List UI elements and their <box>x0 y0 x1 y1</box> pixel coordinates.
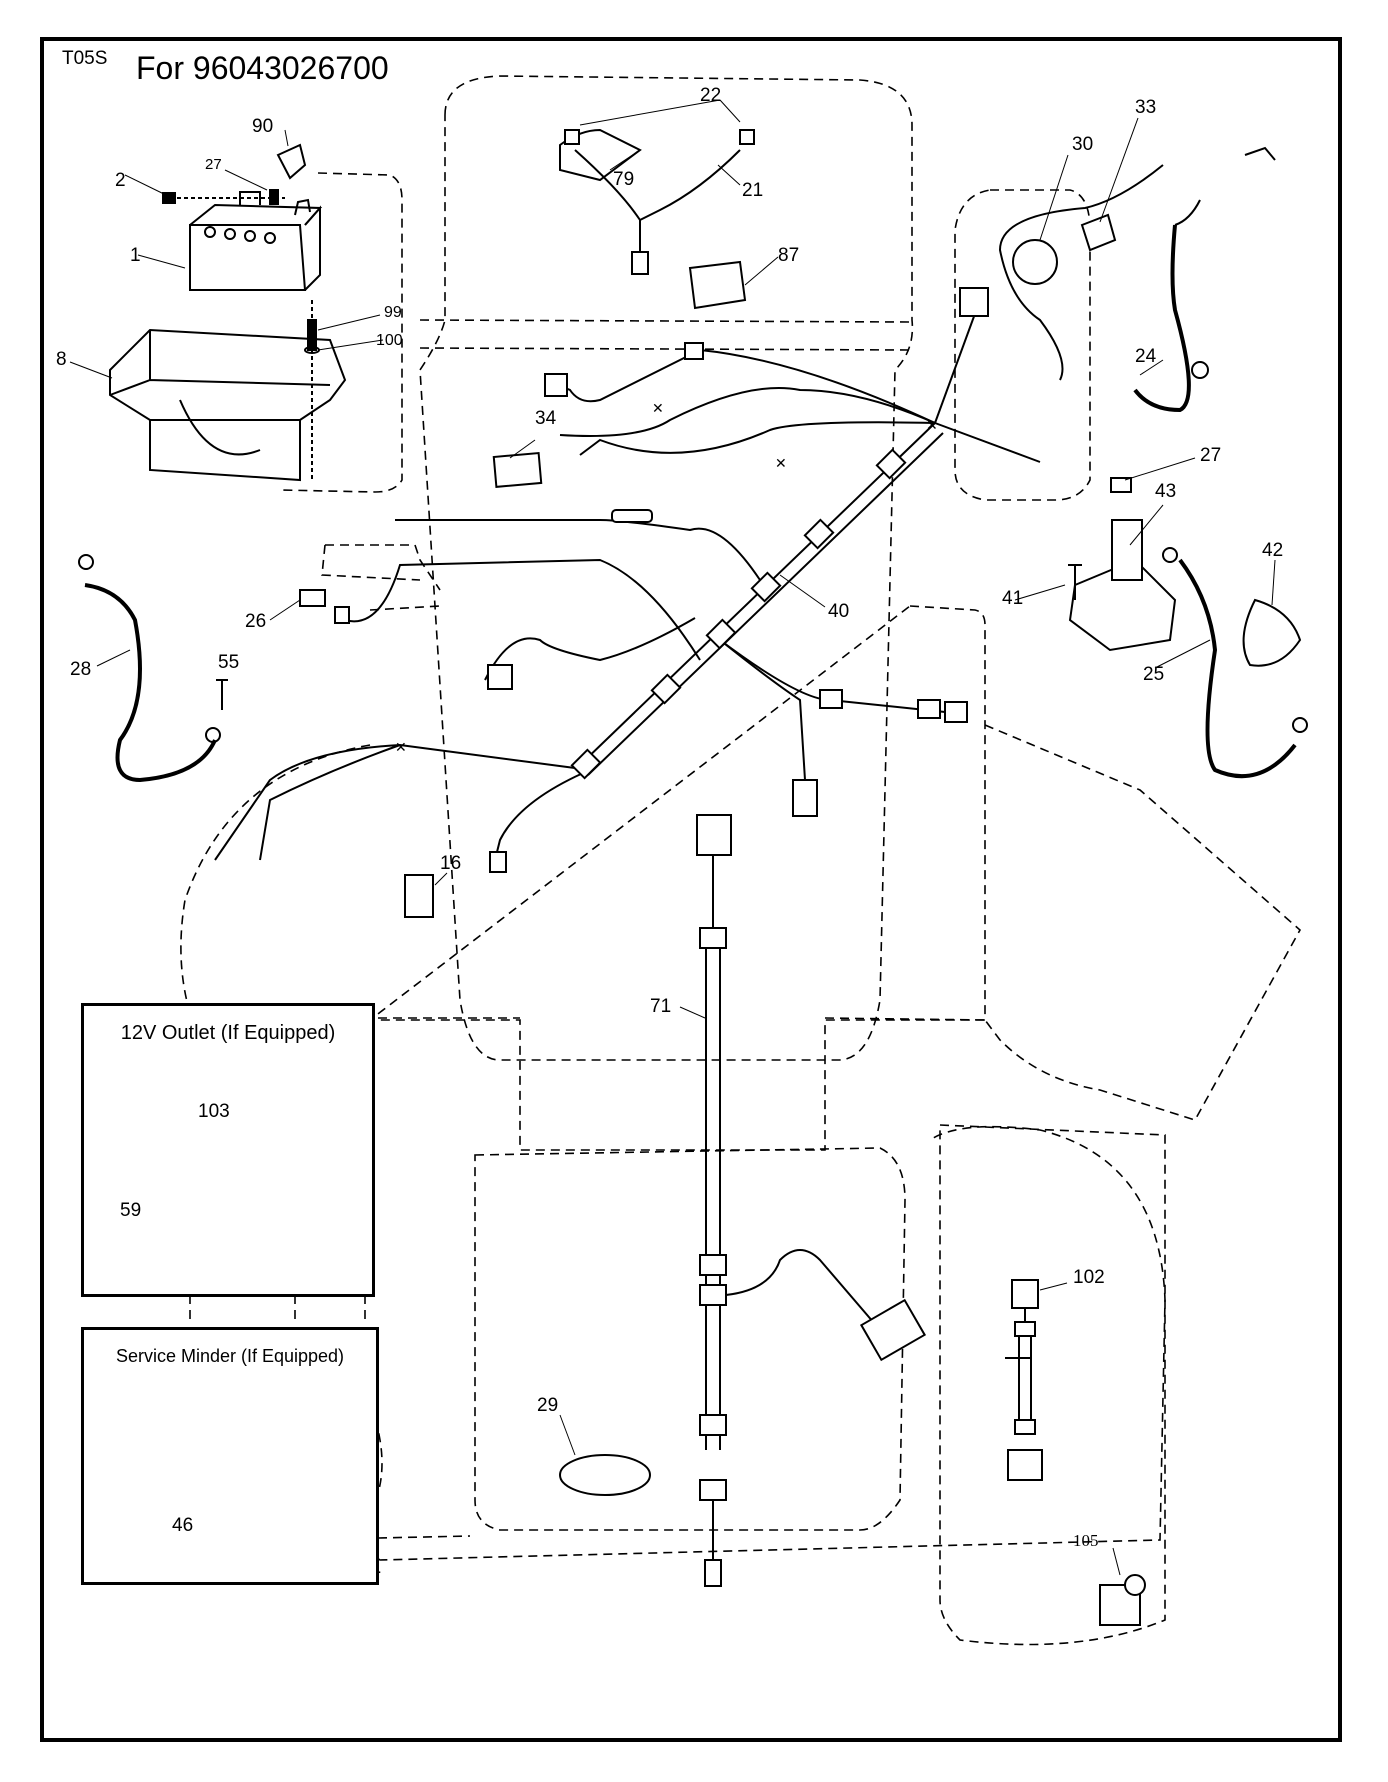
callout-87: 87 <box>778 245 800 266</box>
callout-71: 71 <box>650 996 672 1017</box>
callout-105: 105 <box>1073 1531 1099 1550</box>
callout-103: 103 <box>198 1101 230 1122</box>
callout-40: 40 <box>828 601 850 622</box>
diagram-title: For 96043026700 <box>136 50 389 86</box>
battery-assembly <box>109 143 347 482</box>
callout-33: 33 <box>1135 97 1157 118</box>
callout-42: 42 <box>1262 540 1284 561</box>
callout-100: 100 <box>376 332 403 349</box>
callout-43: 43 <box>1155 481 1177 502</box>
callout-102: 102 <box>1073 1267 1105 1288</box>
harness-102 <box>1005 1279 1043 1481</box>
callout-79: 79 <box>613 169 635 190</box>
svg-text:✕: ✕ <box>926 417 938 433</box>
callout-90: 90 <box>252 116 274 137</box>
callout-30: 30 <box>1072 134 1094 155</box>
service-minder-inset-title: Service Minder (If Equipped) <box>115 1346 345 1366</box>
callout-59: 59 <box>120 1200 142 1221</box>
svg-text:✕: ✕ <box>775 455 787 471</box>
callout-24: 24 <box>1135 346 1157 367</box>
callout-27-solenoid: 27 <box>1200 445 1222 466</box>
main-wire-harness: ✕ ✕ ✕ ✕ <box>214 287 1041 873</box>
harness-71 <box>696 814 927 1587</box>
callout-27-battery: 27 <box>205 156 222 173</box>
callout-55: 55 <box>218 652 240 673</box>
battery-cables <box>78 146 1308 783</box>
callout-8: 8 <box>56 349 67 370</box>
callout-41: 41 <box>1002 588 1024 609</box>
callout-46: 46 <box>172 1515 194 1536</box>
part-icons <box>216 128 1302 1626</box>
callout-25: 25 <box>1143 664 1165 685</box>
callout-1: 1 <box>130 245 141 266</box>
svg-text:✕: ✕ <box>395 739 407 755</box>
callout-21: 21 <box>742 180 764 201</box>
callout-99: 99 <box>384 304 402 321</box>
callout-34: 34 <box>535 408 557 429</box>
callout-28: 28 <box>70 659 92 680</box>
callout-16: 16 <box>440 853 462 874</box>
outlet-inset: 12V Outlet (If Equipped) <box>81 1003 375 1297</box>
service-minder-inset: Service Minder (If Equipped) <box>81 1327 379 1585</box>
callout-29: 29 <box>537 1395 559 1416</box>
diagram-code: T05S <box>62 48 108 69</box>
callout-22: 22 <box>700 85 722 106</box>
svg-text:✕: ✕ <box>652 400 664 416</box>
callout-26: 26 <box>245 611 267 632</box>
callout-2: 2 <box>115 170 126 191</box>
outlet-inset-title: 12V Outlet (If Equipped) <box>120 1022 336 1044</box>
